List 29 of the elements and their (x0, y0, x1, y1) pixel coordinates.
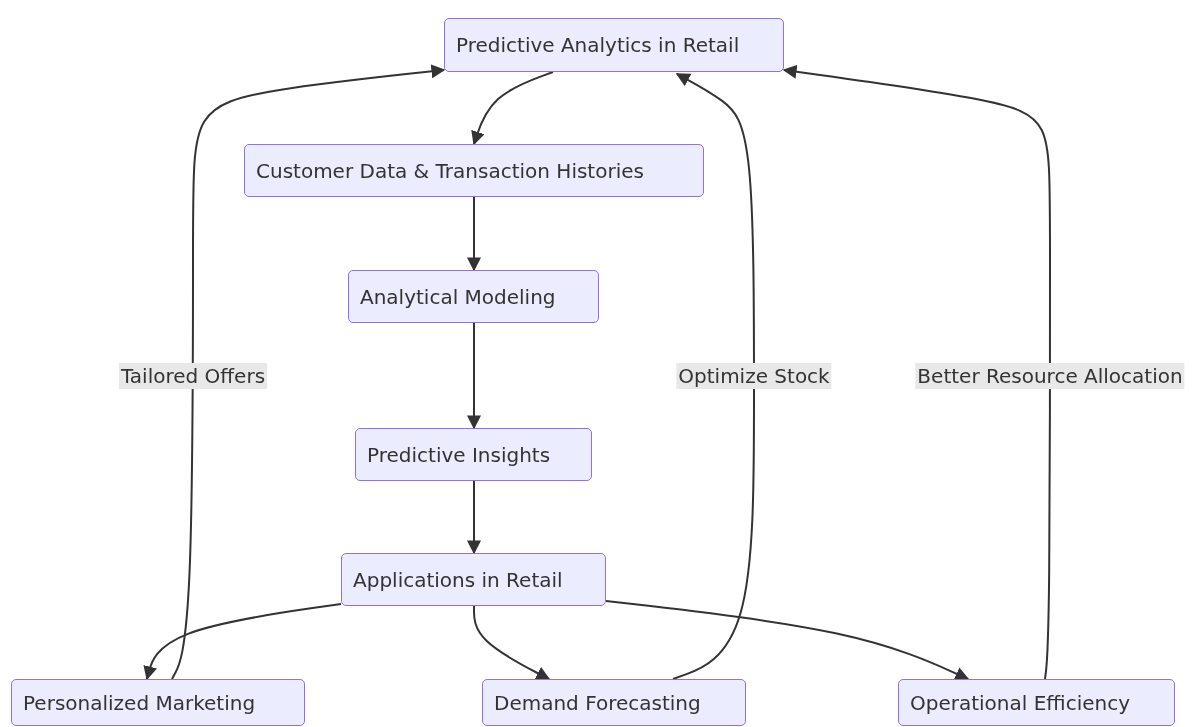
node-label: Analytical Modeling (360, 284, 556, 309)
node-label: Predictive Insights (367, 442, 551, 467)
process-box (444, 18, 784, 72)
node-label: Demand Forecasting (494, 690, 701, 715)
process-box (11, 679, 305, 726)
arrow (467, 480, 481, 555)
edge-label: Optimize Stock (676, 363, 832, 389)
arrow (672, 73, 755, 680)
process-box (244, 144, 704, 197)
arrow (605, 600, 970, 681)
arrow (143, 603, 342, 681)
node-label: Predictive Analytics in Retail (456, 33, 740, 57)
process-box (898, 679, 1175, 726)
arrow (467, 322, 481, 430)
arrow (467, 196, 481, 272)
arrow (473, 605, 551, 680)
arrow (782, 64, 1051, 680)
arrow (171, 64, 446, 680)
node-label: Operational Efficiency (910, 690, 1131, 715)
process-box (482, 679, 746, 726)
edge-label: Better Resource Allocation (915, 363, 1185, 389)
process-box (341, 553, 606, 606)
process-box (355, 428, 592, 481)
node-label: Customer Data & Transaction Histories (256, 158, 644, 183)
arrow (471, 71, 554, 146)
node-label: Applications in Retail (353, 567, 563, 592)
node-label: Personalized Marketing (23, 690, 256, 715)
process-box (348, 270, 599, 323)
edge-label: Tailored Offers (118, 363, 268, 389)
